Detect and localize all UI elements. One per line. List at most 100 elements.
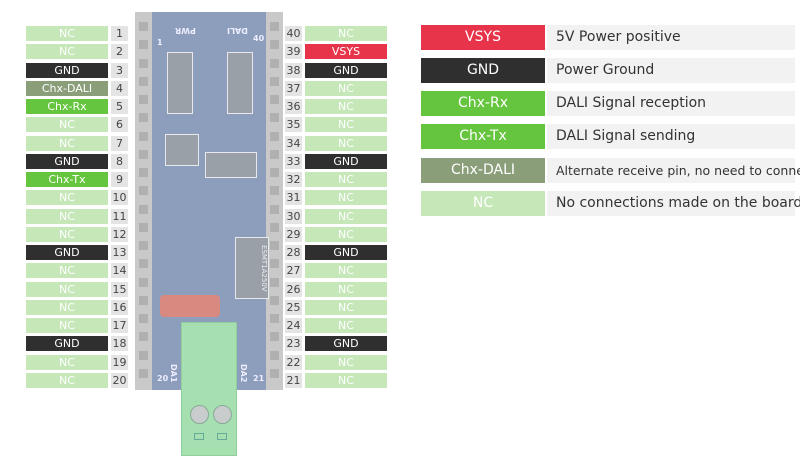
pin-number-left: 18 xyxy=(111,336,128,352)
pin-label-right: NC xyxy=(305,263,387,279)
pwr-silkscreen: PWR xyxy=(175,26,196,35)
pin-number-left: 7 xyxy=(111,135,128,151)
pin-number-right: 39 xyxy=(285,44,302,60)
pin-number-left: 9 xyxy=(111,172,128,188)
pin-number-right: 30 xyxy=(285,208,302,224)
legend-description: 5V Power positive xyxy=(547,25,795,50)
header-pin xyxy=(270,95,279,105)
pin-label-left: NC xyxy=(26,299,108,315)
pin-number-right: 29 xyxy=(285,226,302,242)
pin-label-left: NC xyxy=(26,208,108,224)
pin-label-left: Chx-Tx xyxy=(26,172,108,188)
pin-label-left: GND xyxy=(26,153,108,169)
header-pin xyxy=(270,332,279,342)
legend-description: Power Ground xyxy=(547,58,795,83)
header-pin xyxy=(139,277,148,287)
pin-number-right: 38 xyxy=(285,62,302,78)
pin-number-right: 25 xyxy=(285,299,302,315)
pin-label-right: NC xyxy=(305,372,387,388)
pin-number-right: 21 xyxy=(285,372,302,388)
pin-label-left: NC xyxy=(26,226,108,242)
wire-slot xyxy=(194,433,204,440)
header-pin xyxy=(270,350,279,360)
legend-label: NC xyxy=(421,191,545,216)
header-pin xyxy=(139,58,148,68)
pin-number-right: 27 xyxy=(285,263,302,279)
da1-silkscreen: DA1 xyxy=(169,364,178,383)
header-pin xyxy=(270,295,279,305)
legend-description: DALI Signal sending xyxy=(547,124,795,149)
pin-label-right: NC xyxy=(305,26,387,41)
optocoupler-2 xyxy=(227,52,253,114)
pin-label-left: NC xyxy=(26,44,108,60)
legend-label: VSYS xyxy=(421,25,545,50)
wire-slot xyxy=(217,433,227,440)
legend-label: Chx-Tx xyxy=(421,124,545,149)
header-pin xyxy=(139,295,148,305)
pin-label-right: NC xyxy=(305,299,387,315)
pin20-silkscreen: 20 xyxy=(157,374,169,383)
pin-label-left: Chx-Rx xyxy=(26,99,108,115)
pin40-silkscreen: 40 xyxy=(253,34,265,43)
header-pin xyxy=(270,168,279,178)
pin-label-left: GND xyxy=(26,245,108,261)
pin-number-right: 23 xyxy=(285,336,302,352)
pin-number-right: 33 xyxy=(285,153,302,169)
legend-label: Chx-Rx xyxy=(421,91,545,116)
header-pin xyxy=(139,168,148,178)
pin-number-left: 16 xyxy=(111,299,128,315)
header-pin xyxy=(270,314,279,324)
pin-label-right: NC xyxy=(305,226,387,242)
pin-number-right: 37 xyxy=(285,80,302,96)
pin-number-left: 6 xyxy=(111,117,128,133)
pin-number-right: 32 xyxy=(285,172,302,188)
header-pin xyxy=(270,22,279,31)
left-pin-header xyxy=(135,12,152,390)
pin-number-left: 17 xyxy=(111,318,128,334)
pin-label-left: NC xyxy=(26,318,108,334)
legend-description: DALI Signal reception xyxy=(547,91,795,116)
header-pin xyxy=(270,222,279,232)
pin-number-left: 8 xyxy=(111,153,128,169)
pin-label-right: GND xyxy=(305,336,387,352)
header-pin xyxy=(139,149,148,159)
header-pin xyxy=(139,113,148,123)
header-pin xyxy=(139,131,148,141)
capacitor xyxy=(160,295,220,317)
pin-number-left: 5 xyxy=(111,99,128,115)
legend-description: Alternate receive pin, no need to connec… xyxy=(547,158,800,183)
header-pin xyxy=(139,204,148,214)
pin-label-left: NC xyxy=(26,263,108,279)
header-pin xyxy=(270,204,279,214)
pin-label-right: GND xyxy=(305,153,387,169)
header-pin xyxy=(270,58,279,68)
pin-label-right: NC xyxy=(305,117,387,133)
pin-label-left: NC xyxy=(26,26,108,41)
pin21-silkscreen: 21 xyxy=(253,374,265,383)
legend-label: Chx-DALI xyxy=(421,158,545,183)
pin-number-left: 1 xyxy=(111,26,128,41)
header-pin xyxy=(139,368,148,378)
pin-label-right: VSYS xyxy=(305,44,387,60)
screw-da2 xyxy=(213,405,232,424)
pin-number-left: 15 xyxy=(111,281,128,297)
header-pin xyxy=(139,350,148,360)
pin-label-right: NC xyxy=(305,99,387,115)
header-pin xyxy=(139,241,148,251)
dali-terminal-connector xyxy=(181,322,237,456)
header-pin xyxy=(139,186,148,196)
pin-number-right: 26 xyxy=(285,281,302,297)
pin-number-right: 36 xyxy=(285,99,302,115)
ic-chip xyxy=(205,152,257,178)
header-pin xyxy=(139,76,148,86)
pin-label-right: GND xyxy=(305,245,387,261)
pin-number-left: 12 xyxy=(111,226,128,242)
header-pin xyxy=(270,131,279,141)
pin-label-right: NC xyxy=(305,281,387,297)
header-pin xyxy=(139,40,148,50)
header-pin xyxy=(270,186,279,196)
header-pin xyxy=(139,95,148,105)
header-pin xyxy=(270,277,279,287)
pin-number-left: 4 xyxy=(111,80,128,96)
pin-number-right: 40 xyxy=(285,26,302,41)
